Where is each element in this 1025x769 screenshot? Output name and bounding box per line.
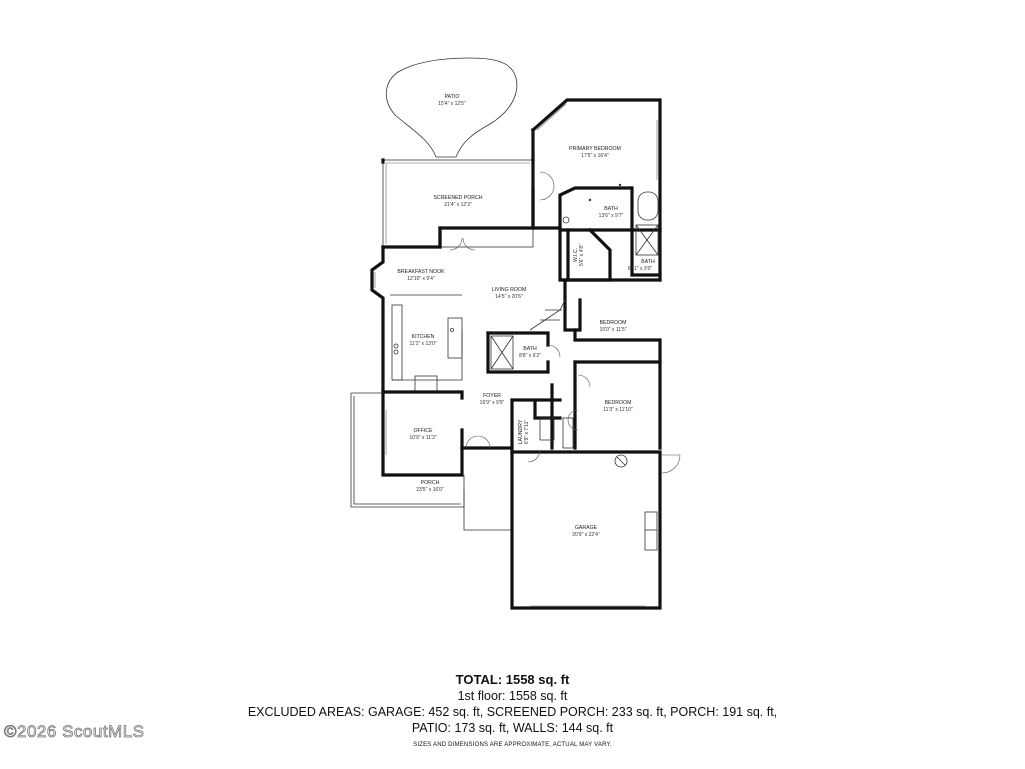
foyer-label: FOYER <box>483 393 501 399</box>
small-bath-label: BATH <box>641 259 655 265</box>
primary-bath-label: BATH <box>604 206 618 212</box>
kitchen-walls <box>370 245 463 394</box>
patio-label: PATIO <box>445 94 460 100</box>
office-label: OFFICE <box>413 428 433 434</box>
living-room-dim: 14'5" x 20'6" <box>495 294 523 300</box>
hall-bath-walls <box>486 331 561 374</box>
primary-bedroom-label: PRIMARY BEDROOM <box>569 146 621 152</box>
wic-label: W.I.C. <box>573 248 579 262</box>
screened-porch-dim: 21'4" x 12'3" <box>444 202 472 208</box>
hall-bath-dim: 8'8" x 6'2" <box>519 353 541 359</box>
breakfast-nook-label: BREAKFAST NOOK <box>397 269 445 275</box>
total-area: TOTAL: 1558 sq. ft <box>455 672 570 687</box>
porch-dim: 23'5" x 16'0" <box>416 487 444 493</box>
room-labels: PATIO 15'4" x 12'5" PRIMARY BEDROOM 17'5… <box>397 94 655 538</box>
laundry-dim: 6'9" x 7'11" <box>524 420 530 444</box>
bedroom-2-walls <box>510 360 662 454</box>
garage-dim: 20'9" x 22'4" <box>572 532 600 538</box>
porch-outline <box>350 392 512 531</box>
wic-dim: 5'6" x 4'8" <box>579 244 585 266</box>
bedroom-1-dim: 15'0" x 11'5" <box>599 327 626 333</box>
foyer-dim: 16'9" x 9'9" <box>480 400 505 406</box>
patio-dim: 15'4" x 12'5" <box>438 101 466 107</box>
hall-bath-label: BATH <box>523 346 537 352</box>
bedroom-2-label: BEDROOM <box>605 400 632 406</box>
kitchen-dim: 11'1" x 13'0" <box>409 341 436 347</box>
small-bath-dim: 6'11" x 3'0" <box>628 266 652 272</box>
kitchen-label: KITCHEN <box>412 334 435 340</box>
bedroom-2-dim: 11'3" x 11'10" <box>603 407 633 413</box>
watermark: ©2026 ScoutMLS <box>4 722 145 742</box>
screened-porch-label: SCREENED PORCH <box>433 195 482 201</box>
office-walls <box>381 390 514 477</box>
breakfast-nook-dim: 12'10" x 9'4" <box>407 276 435 282</box>
floor-area: 1st floor: 1558 sq. ft <box>457 689 568 703</box>
laundry-label: LAUNDRY <box>518 419 524 444</box>
excluded-areas-cont: PATIO: 173 sq. ft, WALLS: 144 sq. ft <box>411 721 614 735</box>
patio-outline <box>385 57 518 158</box>
disclaimer: SIZES AND DIMENSIONS ARE APPROXIMATE, AC… <box>413 742 612 748</box>
office-dim: 10'9" x 11'3" <box>409 435 436 441</box>
bedroom-1-label: BEDROOM <box>600 320 627 326</box>
area-summary: TOTAL: 1558 sq. ft 1st floor: 1558 sq. f… <box>0 672 1025 750</box>
floor-plan: PATIO 15'4" x 12'5" PRIMARY BEDROOM 17'5… <box>350 57 681 610</box>
living-room-label: LIVING ROOM <box>492 287 527 293</box>
primary-bedroom-walls <box>530 98 662 282</box>
garage-label: GARAGE <box>575 525 598 531</box>
primary-bedroom-dim: 17'5" x 16'4" <box>581 153 609 159</box>
garage-walls <box>510 449 681 610</box>
primary-bath-dim: 13'6" x 9'7" <box>599 213 624 219</box>
living-room-walls <box>438 226 662 364</box>
excluded-areas: EXCLUDED AREAS: GARAGE: 452 sq. ft, SCRE… <box>247 705 778 719</box>
porch-label: PORCH <box>421 480 440 486</box>
